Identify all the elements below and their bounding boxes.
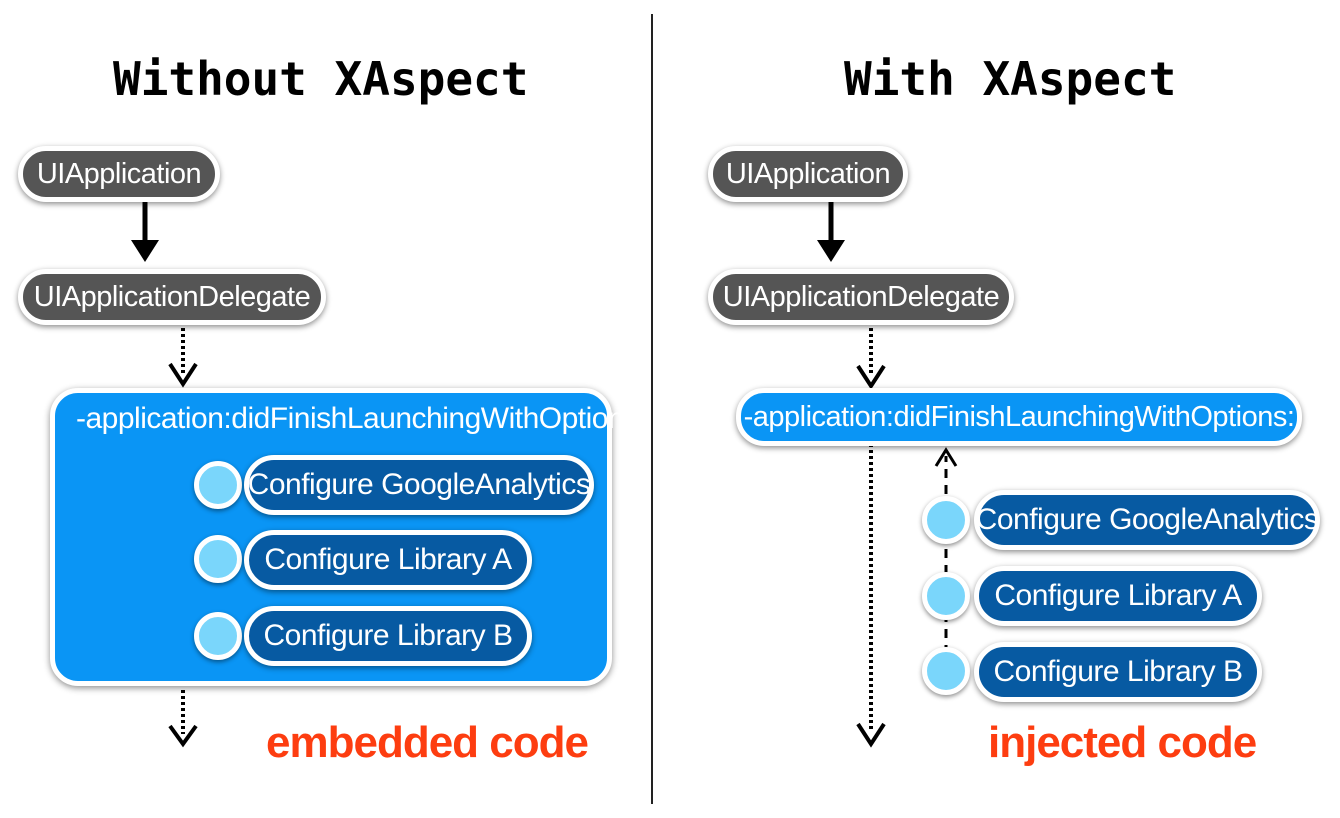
right-arrowhead-delegate-to-method <box>856 364 886 390</box>
right-delegate-node: UIApplicationDelegate <box>708 269 1014 325</box>
left-step-dot-3 <box>194 612 242 660</box>
right-step-dot-3 <box>922 647 970 695</box>
left-step-library-b: Configure Library B <box>244 606 532 666</box>
right-uiapplication-node: UIApplication <box>708 146 908 202</box>
left-delegate-node: UIApplicationDelegate <box>18 269 326 325</box>
right-title: With XAspect <box>844 52 1177 106</box>
right-step-googleanalytics: Configure GoogleAnalytics <box>974 490 1320 550</box>
right-step-dot-1 <box>922 496 970 544</box>
right-method-node: -application:didFinishLaunchingWithOptio… <box>736 388 1302 446</box>
right-step-dot-2 <box>922 572 970 620</box>
right-step-library-b: Configure Library B <box>974 642 1262 702</box>
left-arrowhead-app-to-delegate <box>131 240 159 262</box>
left-method-label: -application:didFinishLaunchingWithOptio… <box>76 402 647 435</box>
right-step-library-a: Configure Library A <box>974 566 1262 626</box>
left-step-googleanalytics: Configure GoogleAnalytics <box>244 455 594 515</box>
left-step-dot-1 <box>194 461 242 509</box>
right-injection-arrowhead <box>934 447 958 467</box>
left-arrowhead-delegate-to-method <box>168 362 198 388</box>
left-title: Without XAspect <box>113 52 529 106</box>
center-divider <box>651 14 653 804</box>
left-uiapplication-node: UIApplication <box>18 146 220 202</box>
right-arrowhead-after-method <box>856 722 886 748</box>
embedded-code-caption: embedded code <box>266 718 589 767</box>
right-arrowhead-app-to-delegate <box>817 240 845 262</box>
left-step-dot-2 <box>194 535 242 583</box>
left-arrowhead-after-panel <box>168 724 198 748</box>
left-step-library-a: Configure Library A <box>244 530 532 590</box>
injected-code-caption: injected code <box>988 718 1257 767</box>
